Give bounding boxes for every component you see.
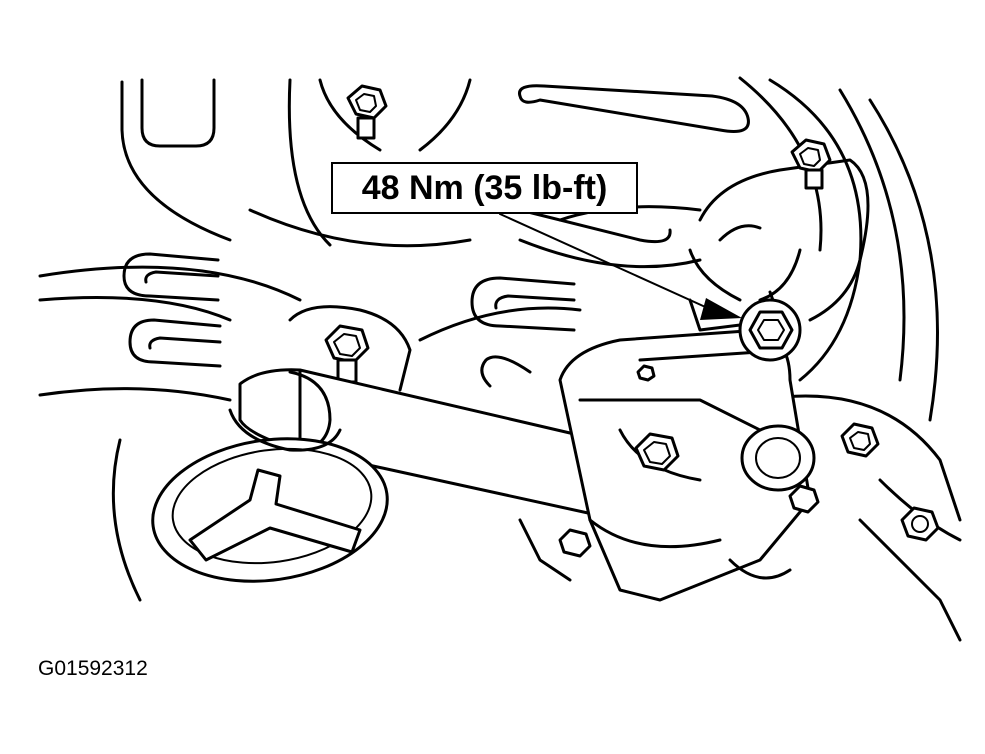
callout-target-bolt [738, 298, 802, 362]
top-bolt [346, 84, 388, 140]
lower-housing-bolt [788, 484, 820, 514]
upper-right-bolt [790, 138, 832, 190]
isolator-pad [151, 408, 389, 583]
upper-left-slot [140, 78, 216, 148]
bracket-center [470, 276, 576, 388]
callout-leader [499, 213, 742, 320]
elongated-slot [518, 84, 750, 244]
upper-mount-bracket [688, 158, 870, 322]
bracket-left-lower [128, 318, 222, 368]
small-top-nut [636, 364, 656, 382]
mount-bushing [740, 424, 816, 492]
right-side-bolt [840, 422, 880, 458]
housing-outline [38, 78, 702, 602]
housing-bolt [634, 432, 680, 472]
bracket-left-upper [122, 252, 220, 302]
torque-callout-label: 48 Nm (35 lb-ft) [331, 162, 638, 214]
lower-left-nut [518, 518, 592, 582]
lower-right-bolt [900, 506, 940, 542]
figure-code: G01592312 [38, 657, 148, 680]
